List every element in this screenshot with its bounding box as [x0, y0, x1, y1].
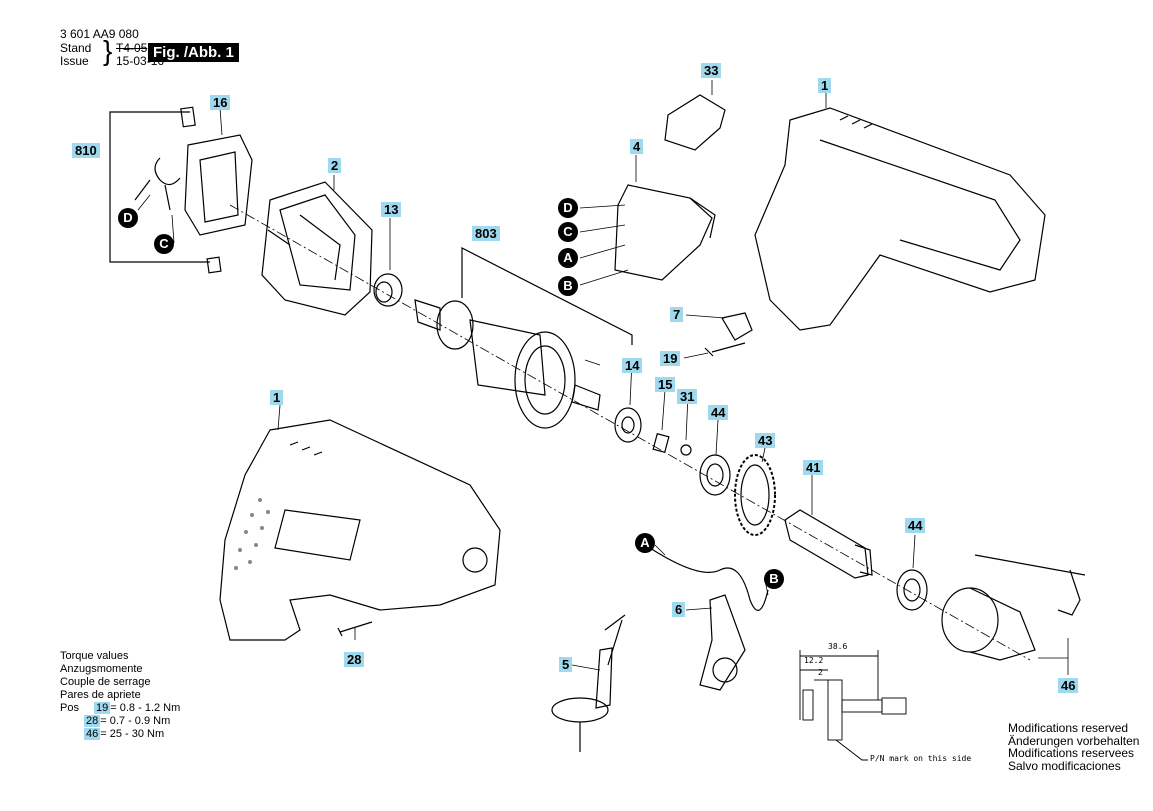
- part-callout: 46: [1058, 678, 1079, 693]
- torque-row: 28= 0.7 - 0.9 Nm: [60, 715, 180, 728]
- modifications-line: Modifications reserved: [1008, 721, 1129, 735]
- cable-6: [649, 547, 769, 691]
- power-cord-5: [551, 614, 626, 752]
- chuck: [941, 587, 1036, 661]
- modifications-note: Modifications reserved Änderungen vorbeh…: [1008, 722, 1139, 772]
- part-callout: 16: [210, 95, 231, 110]
- dimension-a: 12.2: [804, 656, 824, 665]
- part-callout: 28: [344, 652, 365, 667]
- header-brace: }: [103, 35, 113, 66]
- housing-half-bottom: [219, 419, 501, 641]
- part-callout: 4: [630, 139, 644, 154]
- part-callout: 1: [818, 78, 832, 93]
- chuck-key: [974, 554, 1086, 616]
- part-callout: 41: [803, 460, 824, 475]
- stand-label: Stand: [60, 41, 92, 55]
- torque-title-de: Anzugsmomente: [60, 663, 143, 675]
- torque-pos: 28: [84, 715, 101, 727]
- part-callout: 2: [328, 158, 342, 173]
- ball-31: [680, 444, 692, 456]
- figure-label: Fig. /Abb. 1: [148, 43, 239, 62]
- housing-half-top: [754, 107, 1046, 331]
- connector-marker: D: [558, 198, 578, 218]
- part-callout: 5: [559, 657, 573, 672]
- part-callout: 31: [677, 389, 698, 404]
- torque-legend: Torque values Anzugsmomente Couple de se…: [60, 650, 180, 741]
- modifications-line: Salvo modificaciones: [1008, 758, 1121, 773]
- connector-marker: A: [558, 248, 578, 268]
- part-callout: 803: [472, 226, 500, 241]
- gear-43: [734, 454, 776, 536]
- screw-28: [337, 621, 373, 637]
- torque-row: Pos 19= 0.8 - 1.2 Nm: [60, 702, 180, 715]
- bearing-44-top: [699, 454, 731, 496]
- part-number-mark-note: P/N mark on this side: [870, 754, 972, 763]
- torque-value: = 25 - 30 Nm: [100, 728, 165, 740]
- bracket-803: [461, 247, 633, 345]
- connector-marker: D: [118, 208, 138, 228]
- torque-title-fr: Couple de serrage: [60, 676, 151, 688]
- strain-relief-7: [721, 312, 753, 341]
- dimension-total: 38.6: [828, 642, 848, 651]
- bracket-810: [109, 111, 210, 263]
- dimension-b: 2: [818, 668, 823, 677]
- modifications-line: Änderungen vorbehalten: [1008, 733, 1140, 748]
- brush-holder-plate: [134, 106, 253, 274]
- torque-title-en: Torque values: [60, 650, 129, 662]
- part-callout: 7: [670, 307, 684, 322]
- modifications-line: Modifications reservees: [1008, 746, 1135, 760]
- detail-spindle-drawing: [799, 650, 907, 761]
- stator-field: [261, 181, 373, 316]
- part-callout: 810: [72, 143, 100, 158]
- stand-value: T4-05: [116, 41, 148, 55]
- connector-marker: A: [635, 533, 655, 553]
- part-callout: 13: [381, 202, 402, 217]
- switch-4: [614, 184, 716, 281]
- issue-label: Issue: [60, 54, 89, 68]
- torque-pos: 19: [94, 702, 111, 714]
- connector-marker: B: [764, 569, 784, 589]
- torque-value: = 0.7 - 0.9 Nm: [100, 715, 171, 727]
- armature: [414, 299, 601, 429]
- bearing-14: [614, 407, 642, 443]
- assembly-axis: [229, 204, 1031, 661]
- key-15: [652, 432, 670, 454]
- torque-title-es: Pares de apriete: [60, 689, 141, 701]
- switch-button-33: [664, 94, 726, 151]
- torque-value: = 0.8 - 1.2 Nm: [110, 702, 181, 714]
- pos-label: Pos: [60, 702, 79, 714]
- part-callout: 14: [622, 358, 643, 373]
- screw-19: [704, 342, 746, 357]
- spindle-41: [784, 509, 873, 579]
- part-callout: 33: [701, 63, 722, 78]
- part-callout: 15: [655, 377, 676, 392]
- connector-marker: C: [154, 234, 174, 254]
- part-callout: 6: [672, 602, 686, 617]
- part-callout: 44: [708, 405, 729, 420]
- part-callout: 19: [660, 351, 681, 366]
- bearing-13: [373, 273, 403, 307]
- document-number: 3 601 AA9 080: [60, 27, 139, 41]
- part-callout: 1: [270, 390, 284, 405]
- connector-marker: C: [558, 222, 578, 242]
- connector-marker: B: [558, 276, 578, 296]
- torque-row: 46= 25 - 30 Nm: [60, 728, 180, 741]
- torque-pos: 46: [84, 728, 101, 740]
- bearing-44-bottom: [896, 569, 928, 611]
- part-callout: 43: [755, 433, 776, 448]
- part-callout: 44: [905, 518, 926, 533]
